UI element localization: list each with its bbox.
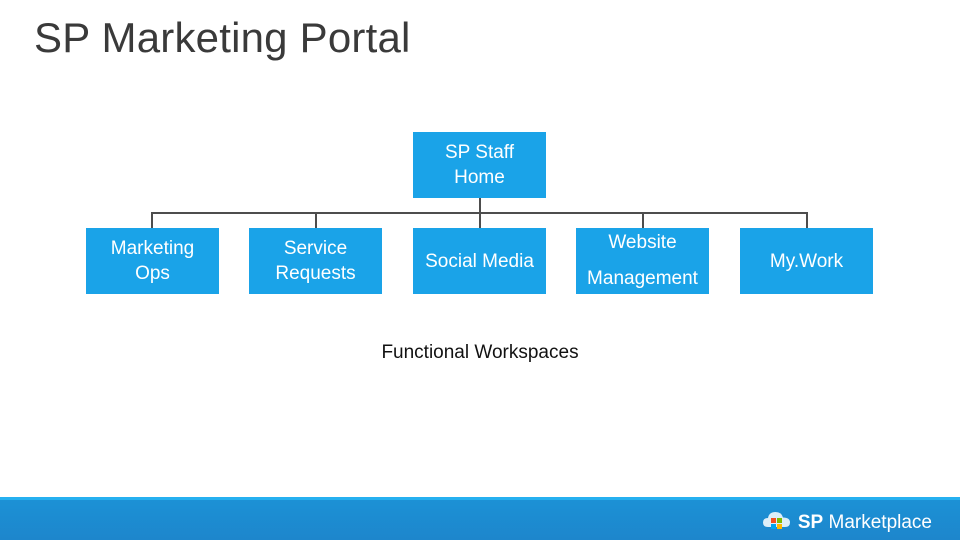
connector-drop-4 [642, 212, 644, 228]
org-node-root[interactable]: SP Staff Home [413, 132, 546, 198]
connector-root-stem [479, 198, 481, 213]
chart-caption: Functional Workspaces [381, 342, 579, 363]
connector-drop-5 [806, 212, 808, 228]
org-node-website-management[interactable]: Website Management [576, 228, 709, 294]
cloud-windows-icon [762, 509, 792, 536]
org-node-service-requests[interactable]: Service Requests [249, 228, 382, 294]
footer-accent-line [0, 497, 960, 500]
footer-band: SP Marketplace [0, 497, 960, 540]
brand-name: SP Marketplace [798, 512, 932, 534]
brand-logo: SP Marketplace [762, 509, 932, 536]
connector-drop-2 [315, 212, 317, 228]
connector-drop-1 [151, 212, 153, 228]
org-node-social-media[interactable]: Social Media [413, 228, 546, 294]
brand-suffix: Marketplace [828, 511, 933, 533]
connector-drop-3 [479, 212, 481, 228]
org-node-marketing-ops[interactable]: Marketing Ops [86, 228, 219, 294]
org-node-my-work[interactable]: My.Work [740, 228, 873, 294]
brand-prefix: SP [797, 511, 824, 533]
page-title: SP Marketing Portal [34, 14, 411, 61]
